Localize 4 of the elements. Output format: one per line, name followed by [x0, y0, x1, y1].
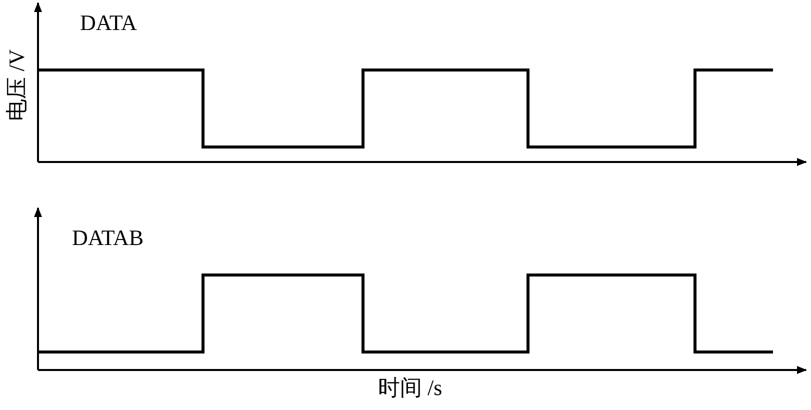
signal-label: DATAB	[72, 227, 144, 249]
axis-label: 电压 /V	[6, 48, 28, 123]
signal-label: DATA	[80, 12, 137, 34]
axis-label: 时间 /s	[378, 377, 442, 399]
